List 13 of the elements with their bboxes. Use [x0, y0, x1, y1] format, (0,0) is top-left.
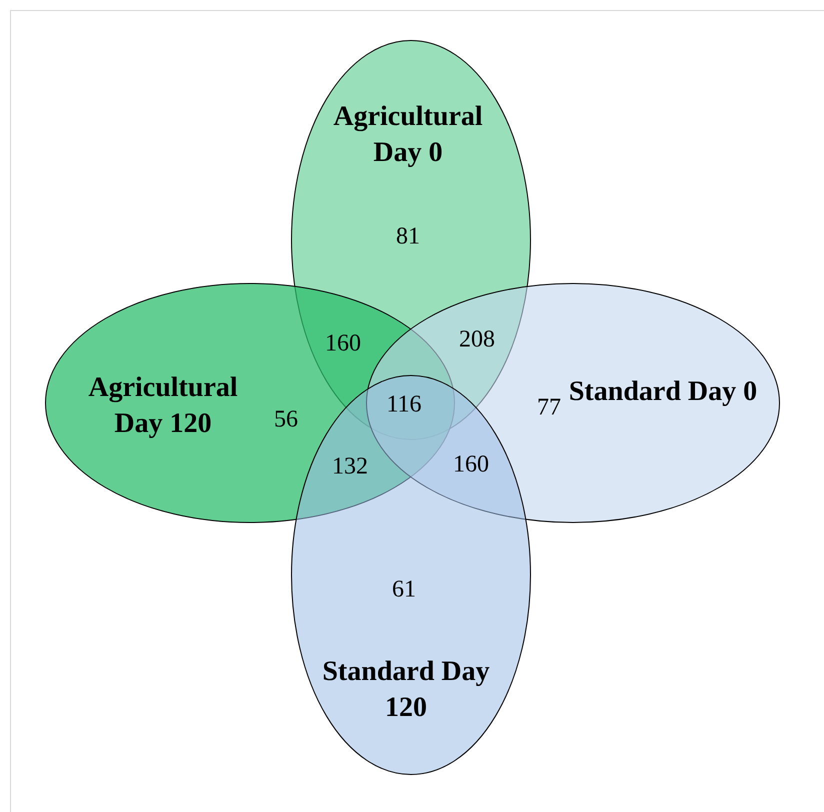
region-count: 77 — [537, 394, 561, 422]
region-count: 160 — [453, 452, 489, 478]
region-count: 81 — [396, 224, 420, 250]
region-count: 61 — [392, 576, 416, 604]
region-count: 160 — [325, 330, 361, 358]
region-count: 56 — [274, 406, 298, 434]
region-count: 208 — [459, 326, 495, 354]
region-count: 116 — [386, 392, 422, 418]
region-count: 132 — [332, 454, 368, 480]
set-label: Agricultural Day 0 — [332, 100, 484, 170]
set-label: Standard Day 120 — [321, 655, 491, 725]
set-label: Agricultural Day 120 — [87, 371, 239, 441]
set-label: Standard Day 0 — [568, 375, 758, 409]
